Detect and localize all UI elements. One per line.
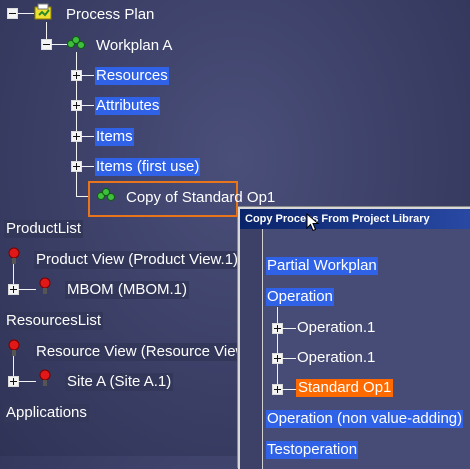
testoperation-node[interactable]: Testoperation (266, 441, 359, 459)
tree-connector (46, 22, 47, 44)
dialog-title[interactable]: Copy Process From Project Library (240, 209, 470, 229)
product-view-icon (6, 247, 22, 271)
resource-view-icon (6, 339, 22, 363)
product-list-node[interactable]: ProductList (4, 220, 84, 238)
site-a-node[interactable]: Site A (Site A.1) (65, 373, 174, 391)
dialog-tree-connector (277, 307, 278, 389)
workplan-label[interactable]: Workplan A (96, 37, 173, 54)
items-node[interactable]: Items (95, 128, 134, 146)
collapse-process-plan-icon[interactable] (7, 8, 18, 19)
mbom-icon (37, 277, 53, 301)
operation-1a-node[interactable]: Operation.1 (297, 319, 376, 336)
operation-node[interactable]: Operation (266, 288, 334, 306)
process-plan-icon (33, 3, 55, 27)
tree-connector (76, 52, 77, 196)
resource-view-node[interactable]: Resource View (Resource View.1) (34, 343, 266, 361)
mbom-node[interactable]: MBOM (MBOM.1) (65, 281, 189, 299)
copy-process-dialog: Copy Process From Project Library Partia… (238, 207, 470, 469)
operation-non-value-node[interactable]: Operation (non value-adding) (266, 410, 464, 428)
mouse-cursor-icon (306, 212, 320, 237)
site-a-icon (37, 369, 53, 393)
attributes-node[interactable]: Attributes (95, 97, 161, 115)
operation-icon (96, 186, 118, 210)
standard-op1-node[interactable]: Standard Op1 (296, 379, 394, 397)
tree-connector (76, 196, 90, 197)
process-plan-label[interactable]: Process Plan (66, 6, 155, 23)
selection-frame (88, 181, 238, 217)
product-view-node[interactable]: Product View (Product View.1) (34, 251, 241, 269)
operation-1b-node[interactable]: Operation.1 (297, 349, 376, 366)
resources-node[interactable]: Resources (95, 67, 169, 85)
copy-of-standard-op1-node[interactable]: Copy of Standard Op1 (126, 189, 276, 206)
workplan-icon (66, 34, 86, 58)
partial-workplan-node[interactable]: Partial Workplan (266, 257, 378, 275)
resources-list-node[interactable]: ResourcesList (4, 312, 104, 330)
applications-node[interactable]: Applications (4, 404, 89, 422)
items-first-use-node[interactable]: Items (first use) (95, 158, 201, 176)
